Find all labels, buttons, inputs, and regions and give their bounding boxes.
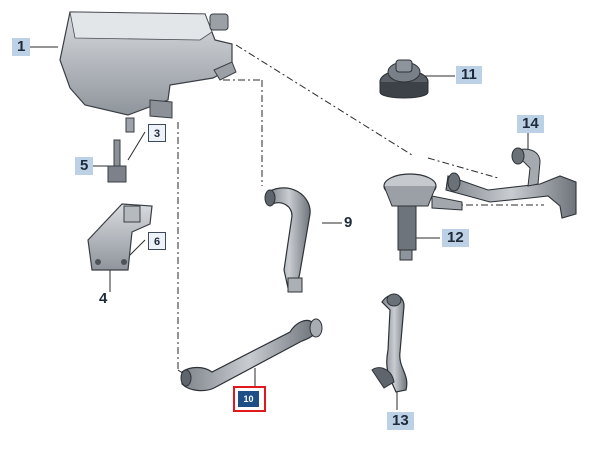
callout-13: 13 [387,412,414,430]
callout-3: 3 [148,124,166,142]
callout-10-badge: 10 [238,391,259,407]
hose-10 [180,318,323,392]
hose-13 [371,293,408,393]
callout-14: 14 [517,115,544,133]
callout-6: 6 [148,232,166,250]
callout-5: 5 [75,157,94,175]
hose-9 [264,187,311,293]
filler-neck [383,173,463,261]
bracket-part [87,203,153,271]
callout-10-selected[interactable]: 10 [233,386,266,412]
bolt-part [107,117,135,183]
callout-4: 4 [99,290,108,307]
dash-lines [177,44,544,375]
callout-9: 9 [344,214,353,231]
callout-11: 11 [456,66,482,84]
expansion-tank [59,11,237,119]
vent-pipe [445,147,577,219]
filler-cap [379,59,429,99]
callout-1: 1 [12,38,31,56]
callout-12: 12 [442,229,469,247]
